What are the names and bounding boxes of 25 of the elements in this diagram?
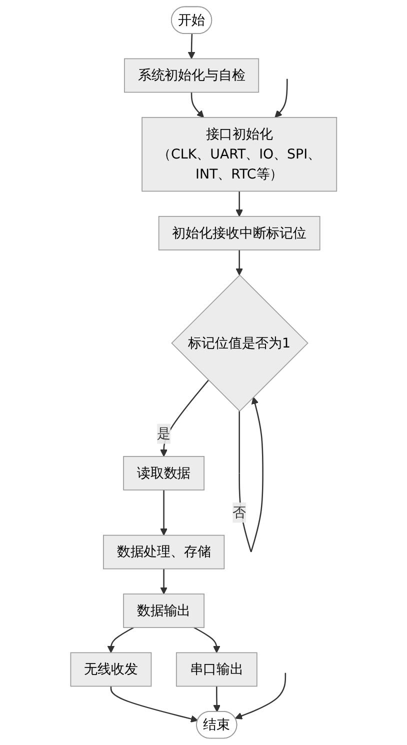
node-box: 系统初始化与自检 xyxy=(124,58,259,93)
arrow xyxy=(234,672,286,720)
node-box: 读取数据 xyxy=(122,456,204,490)
node-box: 数据处理、存储 xyxy=(102,534,224,570)
edge-label: 否 xyxy=(232,504,246,520)
node-box: 无线收发 xyxy=(70,652,152,687)
node-box: 初始化接收中断标记位 xyxy=(158,216,320,250)
node-box: 数据输出 xyxy=(122,594,204,628)
arrow xyxy=(238,396,264,552)
arrow xyxy=(194,626,220,654)
node-box: 串口输出 xyxy=(176,652,258,687)
arrow xyxy=(235,191,243,217)
arrow xyxy=(213,686,220,712)
arrow xyxy=(274,78,288,118)
arrow xyxy=(235,250,243,276)
arrow xyxy=(110,686,198,722)
arrow xyxy=(107,626,134,654)
node-diamond: 标记位值是否为1 xyxy=(170,274,308,412)
edge-label: 是 xyxy=(156,425,170,442)
node-box: 接口初始化 （CLK、UART、IO、SPI、INT、RTC等） xyxy=(141,117,337,192)
arrow xyxy=(160,490,168,536)
arrow xyxy=(190,92,204,118)
arrow xyxy=(160,380,209,457)
arrow xyxy=(188,34,196,60)
arrow xyxy=(160,568,168,594)
